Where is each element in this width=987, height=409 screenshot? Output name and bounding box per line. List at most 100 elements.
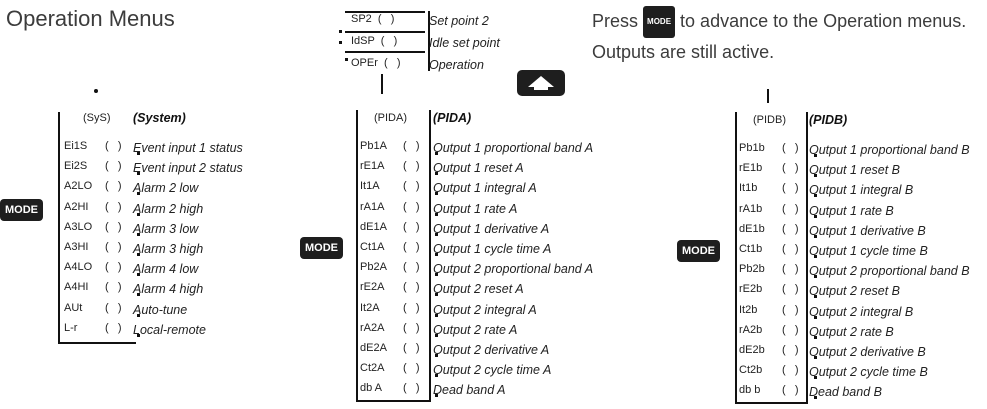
- pida-item-tick: [435, 192, 438, 196]
- sys-item-tick: [137, 253, 140, 256]
- pidb-item-value-paren: ( ): [782, 182, 799, 195]
- pidb-header-code: (PIDB): [753, 114, 786, 126]
- pida-item-desc: Output 2 reset A: [433, 282, 524, 297]
- sys-item-code: A3LO: [64, 220, 93, 233]
- pida-item-code: rE1A: [360, 160, 385, 173]
- mode-button[interactable]: MODE: [0, 199, 43, 221]
- page-title: Operation Menus: [6, 6, 175, 31]
- pidb-item-desc: Output 1 proportional band B: [809, 143, 970, 157]
- pida-item-tick: [435, 152, 438, 155]
- pida-header-desc: (PIDA): [433, 111, 472, 125]
- sys-item-value-paren: ( ): [105, 160, 122, 173]
- pida-item-tick: [435, 313, 438, 317]
- sys-item-tick: [137, 293, 140, 297]
- pidb-item-code: dE1b: [739, 222, 765, 235]
- pidb-item-value-paren: ( ): [782, 384, 799, 397]
- pidb-item-code: dE2b: [739, 344, 765, 356]
- pidb-item-desc: Dead band B: [809, 385, 882, 400]
- sys-item-code: A3HI: [64, 241, 89, 253]
- pida-item-tick: [435, 293, 438, 297]
- mode-button[interactable]: MODE: [300, 237, 343, 259]
- pida-item-tick: [435, 232, 438, 236]
- sys-item-tick: [137, 152, 140, 155]
- pida-item-value-paren: ( ): [403, 241, 420, 253]
- sys-item-tick: [137, 333, 140, 337]
- pida-item-value-paren: ( ): [403, 261, 420, 274]
- sys-menu: (SyS) (System) Ei1S( )Event input 1 stat…: [50, 102, 280, 372]
- pida-item-tick: [435, 253, 438, 256]
- pidb-connector: [767, 89, 769, 103]
- mode-button[interactable]: MODE: [677, 240, 720, 262]
- sys-item-value-paren: ( ): [105, 180, 122, 193]
- pidb-item-code: It2b: [739, 303, 758, 316]
- pidb-item-code: Pb1b: [739, 142, 765, 154]
- sys-bottom-line: [58, 342, 136, 344]
- pida-item-code: dE2A: [360, 342, 387, 354]
- pida-left-line: [356, 110, 358, 400]
- top-menu-code: OPEr ( ): [351, 57, 401, 69]
- sys-item-tick: [137, 212, 140, 216]
- pidb-item-tick: [814, 396, 817, 400]
- top-menu-desc: Set point 2: [429, 14, 489, 28]
- sys-item-tick: [137, 192, 140, 196]
- pidb-item-code: It1b: [739, 182, 758, 195]
- pida-item-code: db A: [360, 382, 383, 395]
- pida-item-code: It2A: [360, 301, 380, 314]
- pidb-item-desc: Output 1 rate B: [809, 203, 894, 218]
- pida-item-tick: [435, 273, 438, 277]
- sys-item-desc: Event input 2 status: [133, 161, 243, 176]
- pida-item-desc: Output 1 proportional band A: [433, 141, 594, 155]
- up-key-button[interactable]: [517, 70, 565, 96]
- sys-item-desc: Auto-tune: [133, 302, 188, 317]
- up-arrow-icon: [528, 76, 554, 90]
- sys-item-desc: Alarm 3 high: [133, 242, 204, 256]
- pida-item-desc: Output 2 derivative A: [433, 343, 550, 357]
- pida-item-code: Pb2A: [360, 261, 387, 274]
- pida-item-tick: [435, 333, 438, 337]
- pidb-menu: (PIDB) (PIDB) Pb1b ( ) Output 1 proportion…: [727, 104, 987, 409]
- sys-item-desc: Alarm 2 low: [133, 181, 199, 196]
- pidb-item-tick: [814, 335, 817, 339]
- pidb-item-code: Ct2b: [739, 364, 763, 377]
- pida-item-desc: Output 1 derivative A: [433, 221, 550, 236]
- sys-item-desc: Alarm 2 high: [133, 201, 204, 216]
- pida-item-desc: Output 2 cycle time A: [433, 363, 552, 378]
- sys-item-desc: Local-remote: [133, 322, 206, 337]
- sys-left-line: [58, 112, 60, 342]
- pidb-item-desc: Output 1 cycle time B: [809, 244, 928, 258]
- pida-item-value-paren: ( ): [403, 301, 420, 314]
- pidb-item-desc: Output 2 derivative B: [809, 345, 926, 359]
- sys-item-value-paren: ( ): [105, 220, 122, 233]
- pida-item-desc: Output 2 proportional band A: [433, 262, 594, 277]
- pida-item-tick: [435, 212, 438, 216]
- pida-item-value-paren: ( ): [403, 200, 420, 213]
- pida-item-desc: Output 1 cycle time A: [433, 242, 552, 256]
- pidb-item-value-paren: ( ): [782, 303, 799, 316]
- pida-header-code: (PIDA): [374, 112, 407, 124]
- sys-item-code: L-r: [64, 321, 78, 334]
- pidb-item-code: rE1b: [739, 162, 763, 175]
- pidb-item-tick: [814, 154, 817, 157]
- sys-item-value-paren: ( ): [105, 200, 122, 213]
- pida-item-desc: Output 1 reset A: [433, 161, 524, 176]
- pidb-item-tick: [814, 174, 817, 178]
- sys-item-code: AUt: [64, 301, 83, 314]
- pida-item-tick: [435, 374, 438, 378]
- pidb-bottom-line: [735, 402, 808, 404]
- pida-item-code: Ct1A: [360, 241, 385, 253]
- pidb-item-value-paren: ( ): [782, 323, 799, 336]
- sys-item-tick: [137, 313, 140, 317]
- pida-item-code: dE1A: [360, 220, 387, 233]
- pida-bottom-line: [356, 400, 431, 402]
- pidb-item-desc: Output 1 reset B: [809, 163, 901, 178]
- pidb-item-desc: Output 2 rate B: [809, 324, 894, 339]
- note-text-after: to advance to the Operation menus. Outpu…: [592, 10, 967, 62]
- pida-item-value-paren: ( ): [403, 342, 420, 354]
- sys-item-value-paren: ( ): [105, 140, 122, 152]
- pidb-item-value-paren: ( ): [782, 283, 799, 296]
- pidb-item-code: Ct1b: [739, 243, 763, 255]
- pidb-header-desc: (PIDB): [809, 113, 848, 127]
- sys-item-code: Ei2S: [64, 160, 88, 173]
- pidb-item-code: Pb2b: [739, 263, 765, 276]
- pidb-item-tick: [814, 194, 817, 198]
